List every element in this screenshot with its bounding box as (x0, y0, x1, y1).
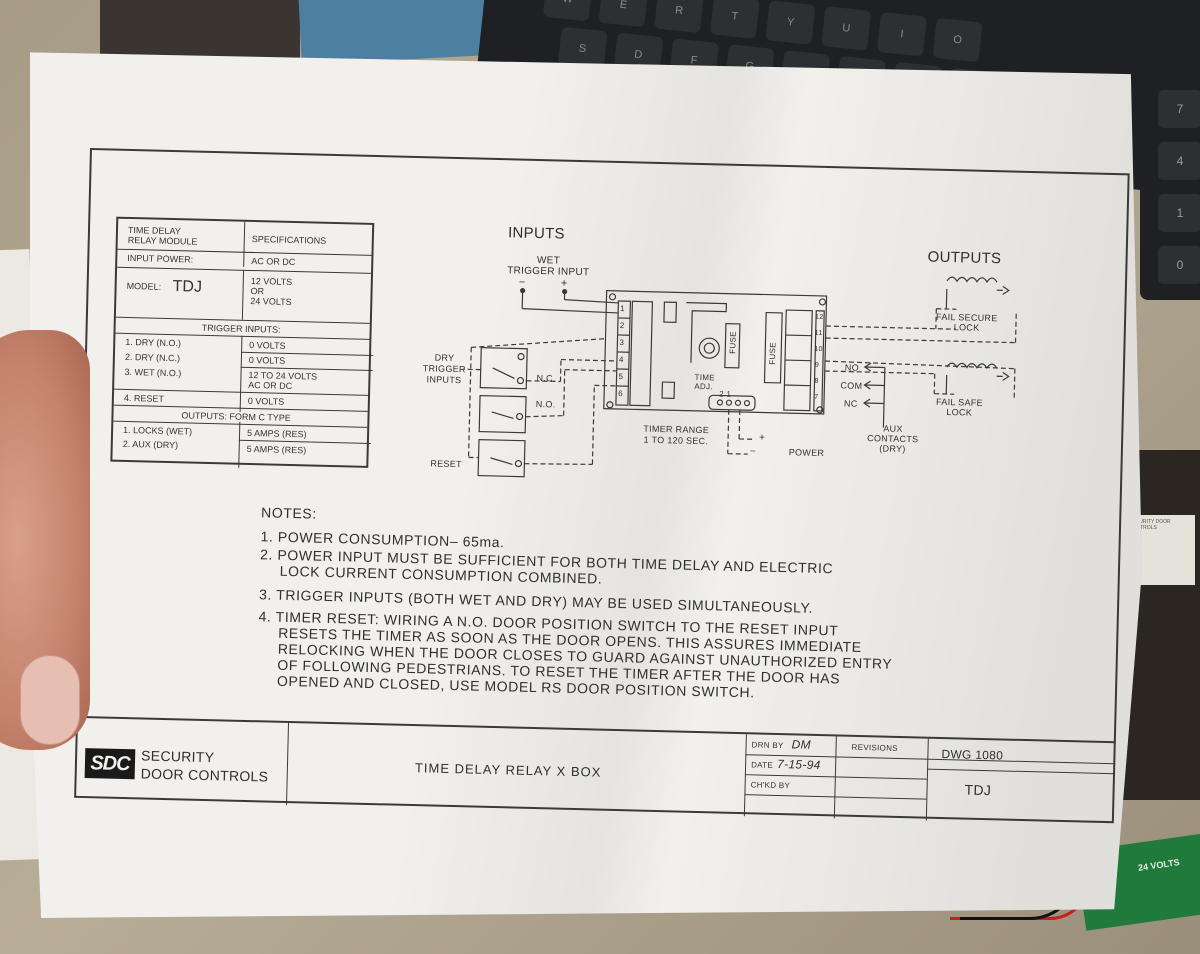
keyboard-key: W (542, 0, 593, 22)
drawing-number: DWG 1080 (941, 746, 1004, 763)
timer-range-label: TIMER RANGE 1 TO 120 SEC. (643, 423, 710, 447)
company-line-2: DOOR CONTROLS (140, 765, 269, 785)
background-equipment (100, 0, 300, 60)
dip-switch (663, 301, 678, 323)
thumb (20, 655, 80, 745)
heatsink (686, 302, 728, 363)
terminal-8: 8 (814, 377, 819, 385)
aux-no-label: NO (844, 362, 860, 373)
power-minus: − (749, 446, 757, 458)
dry-trigger-label: DRY TRIGGER INPUTS (422, 352, 466, 386)
terminal-2: 2 (619, 320, 625, 331)
power-plus: + (758, 432, 766, 444)
pcb-label: 24 VOLTS (1137, 857, 1181, 873)
sdc-logo: SDC (84, 748, 136, 780)
reset-label: RESET (430, 458, 463, 470)
terminal-7: 7 (814, 393, 819, 401)
numpad-key: 1 (1158, 194, 1200, 232)
terminal-3: 3 (619, 337, 625, 348)
drn-by-value: DM (791, 737, 812, 752)
fuse-2-label: FUSE (767, 342, 778, 365)
terminal-6: 6 (618, 388, 624, 399)
keyboard-key: U (821, 6, 872, 51)
terminal-11: 11 (814, 329, 823, 337)
keyboard-key: O (932, 17, 983, 63)
wet-trigger-plus: + (560, 277, 568, 290)
terminal-1: 1 (620, 304, 626, 314)
company-line-1: SECURITY (140, 747, 215, 766)
power-connector-pins: 2 1 (719, 389, 732, 399)
terminal-10: 10 (814, 345, 823, 353)
fail-secure-label: FAIL SECURE LOCK (936, 311, 998, 333)
fuse-1-label: FUSE (728, 331, 738, 354)
terminal-9: 9 (814, 361, 820, 369)
keyboard-key: R (654, 0, 705, 34)
inputs-title: INPUTS (507, 224, 566, 243)
terminal-4: 4 (618, 354, 624, 365)
keyboard-key: E (598, 0, 649, 28)
outputs-title: OUTPUTS (927, 248, 1002, 268)
nc-label: N.C. (536, 372, 556, 384)
wiring-drawing: TIME DELAY RELAY MODULE SPECIFICATIONS I… (74, 148, 1130, 824)
instruction-sheet (30, 52, 1142, 918)
background-numpad: 7 4 1 0 (1140, 70, 1200, 300)
wet-trigger-label: WET TRIGGER INPUT (506, 254, 590, 279)
left-terminal-strip (615, 300, 632, 406)
numpad-key: 0 (1158, 246, 1200, 284)
fuse-1 (724, 322, 741, 369)
aux-contacts-label: AUX CONTACTS (DRY) (867, 423, 919, 455)
notes-heading: NOTES: (260, 504, 318, 522)
fail-safe-coil (946, 362, 998, 370)
dry-trigger-switch-no (478, 394, 527, 434)
numpad-key: 7 (1158, 90, 1200, 128)
keyboard-key: Y (765, 0, 816, 45)
drawing-model: TDJ (964, 781, 992, 799)
keyboard-key: T (709, 0, 760, 39)
drn-by-label: DRN BY (751, 740, 784, 751)
revisions-label: REVISIONS (851, 742, 898, 753)
chkd-by-label: CH'KD BY (750, 780, 791, 791)
terminal-5: 5 (618, 371, 624, 382)
dry-trigger-switch-nc (479, 347, 528, 390)
numpad-key: 4 (1158, 142, 1200, 180)
background-blue-device (298, 0, 492, 65)
time-adjust-potentiometer (698, 337, 720, 359)
power-label: POWER (788, 447, 825, 459)
date-value: 7-15-94 (776, 756, 821, 773)
keyboard-key: I (876, 11, 927, 57)
fail-secure-coil (946, 276, 998, 284)
drawing-title: TIME DELAY RELAY X BOX (414, 760, 602, 780)
no-label: N.O. (535, 398, 556, 410)
terminal-12: 12 (814, 313, 824, 321)
aux-nc-label: NC (843, 398, 858, 409)
power-connector (708, 394, 756, 411)
reset-switch (477, 438, 526, 478)
time-adj-label: TIME ADJ. (694, 372, 715, 392)
fail-safe-label: FAIL SAFE LOCK (935, 396, 984, 418)
relay-module-board (603, 290, 828, 415)
fuse-2 (763, 311, 783, 384)
wiring-diagram (462, 276, 1017, 478)
wet-trigger-minus: − (518, 276, 526, 289)
aux-com-label: COM (840, 380, 863, 391)
date-label: DATE (751, 760, 774, 770)
